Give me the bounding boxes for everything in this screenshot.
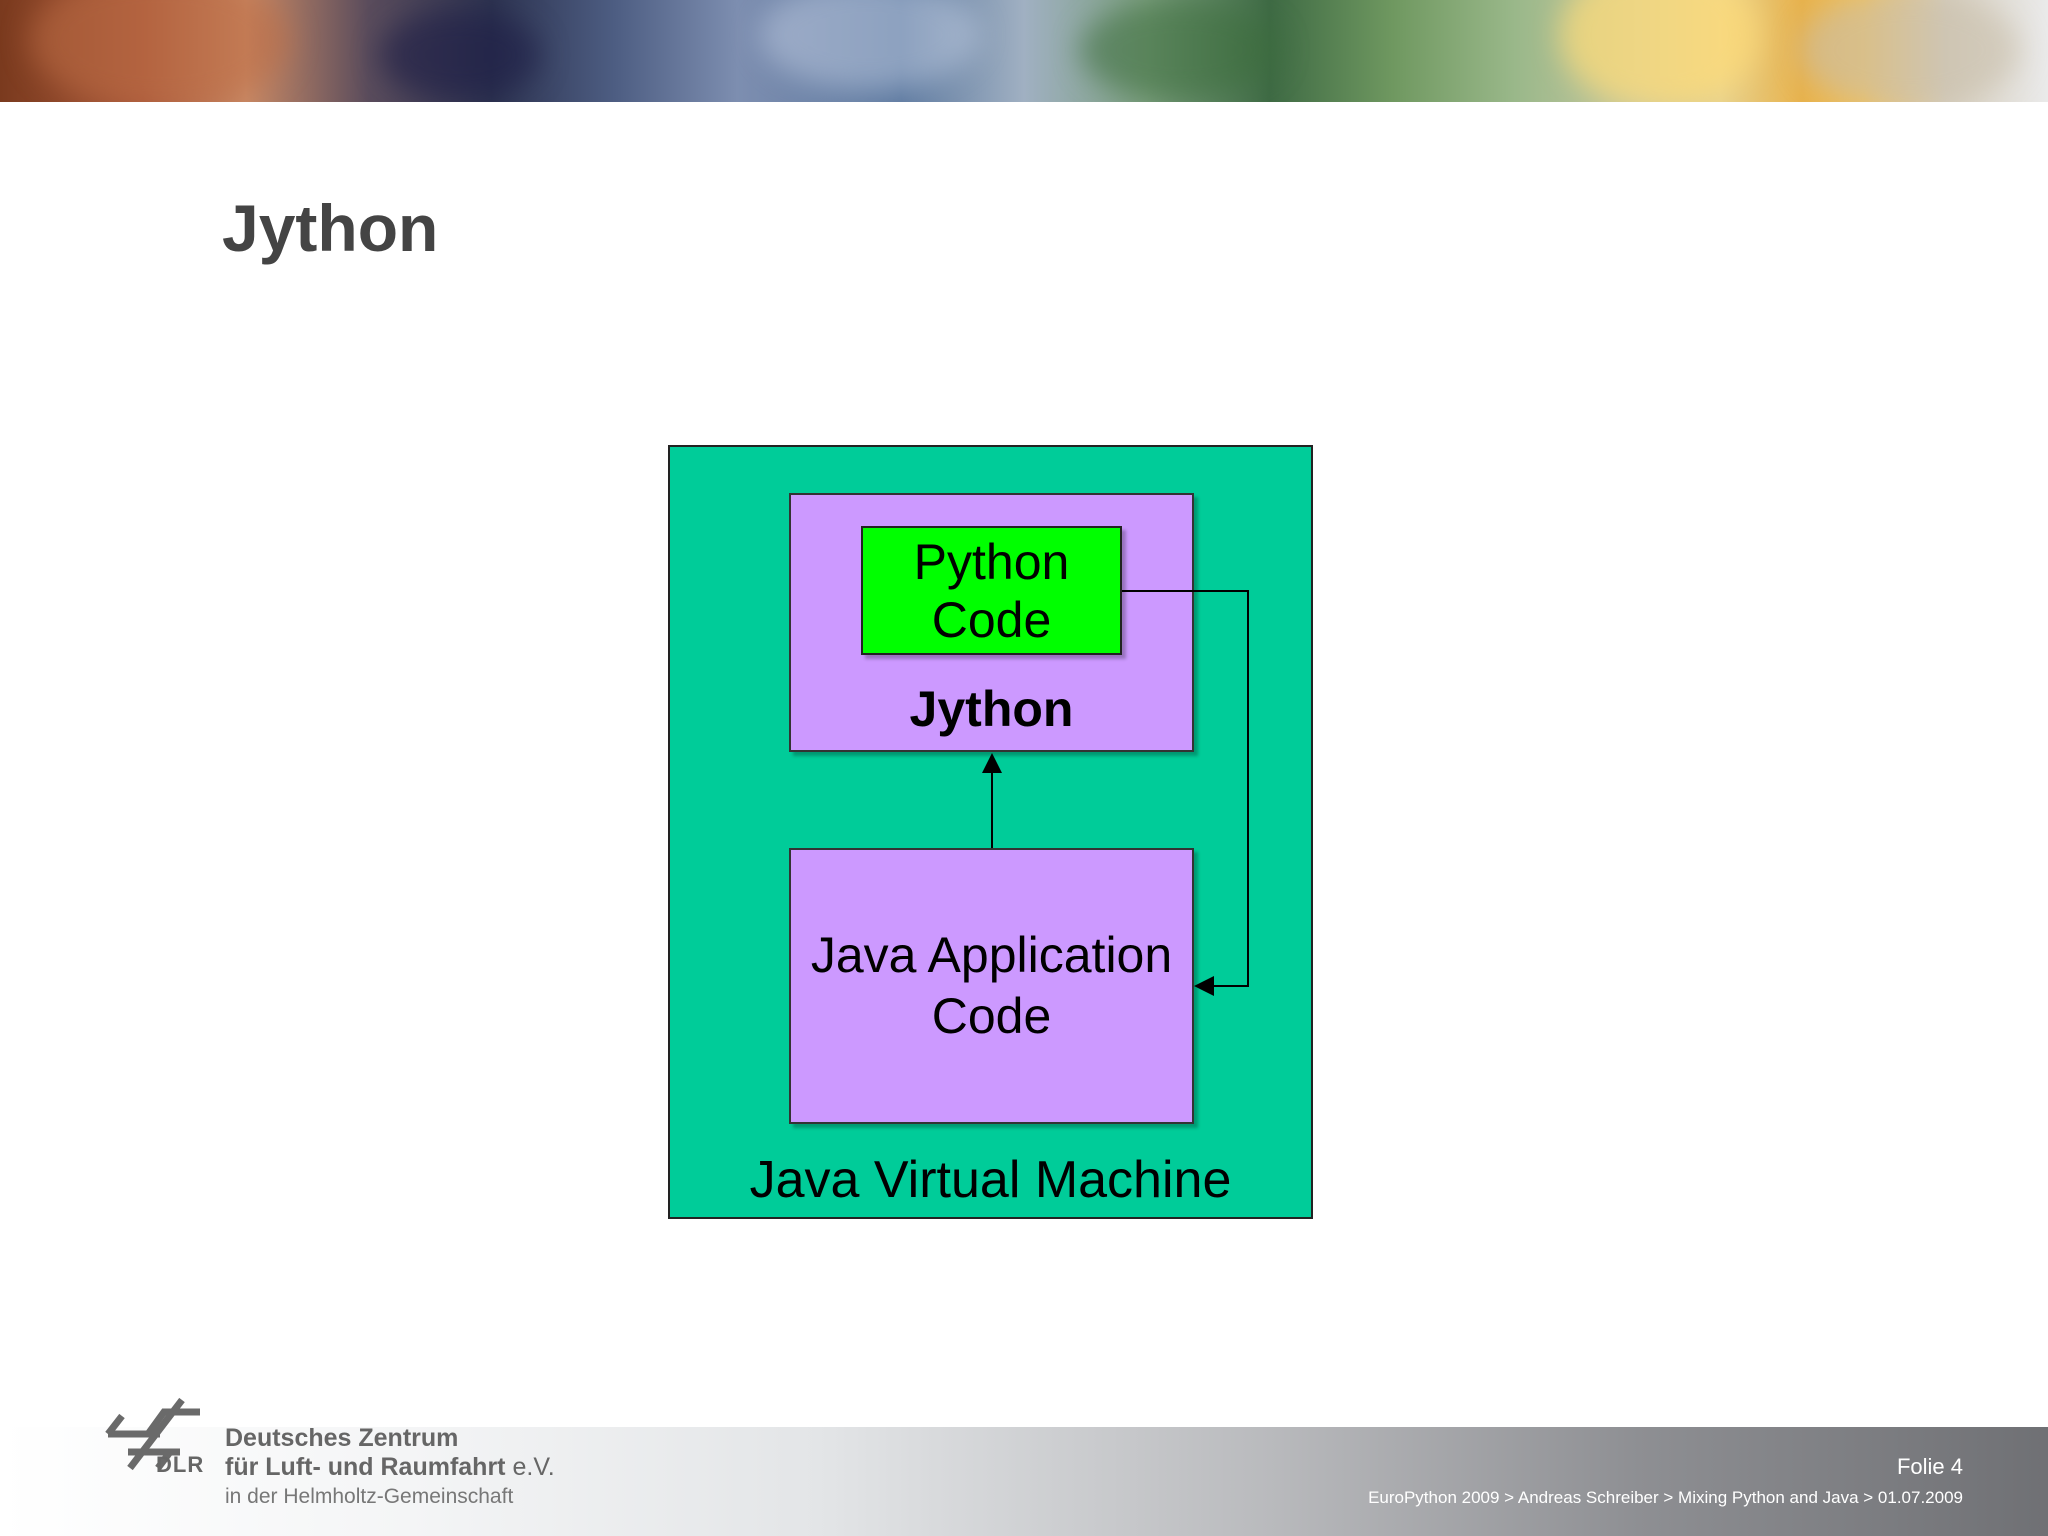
org-name-line1: Deutsches Zentrum [225,1424,459,1452]
slide-number: Folie 4 [1896,1454,1963,1479]
java-virtual-machine-label: Java Virtual Machine [749,1151,1232,1209]
footer-breadcrumb: EuroPython 2009 > Andreas Schreiber > Mi… [1368,1488,1963,1507]
org-name-line3: in der Helmholtz-Gemeinschaft [225,1485,514,1508]
org-name-line2: für Luft- und Raumfahrt e.V. [225,1453,555,1482]
footer-bar [0,1427,2048,1536]
java-application-code-label-line2: Code [931,988,1052,1044]
python-code-label-line1: Python [913,533,1070,590]
python-code-label-line2: Code [931,591,1052,648]
org-name-line2-suffix: e.V. [512,1453,555,1481]
java-application-code-label: Java Application Code [811,925,1172,1047]
python-code-label: Python Code [863,533,1120,649]
jython-label: Jython [909,681,1074,737]
header-banner-image [0,0,2048,102]
org-name-line2-text: für Luft- und Raumfahrt [225,1453,506,1481]
dlr-logo-abbreviation: DLR [156,1452,205,1477]
page-title: Jython [222,191,439,265]
python-code-box: Python Code [861,526,1122,655]
java-application-code-label-line1: Java Application [810,927,1173,983]
java-application-code-box: Java Application Code [789,848,1194,1124]
dlr-logo-icon [105,1397,200,1471]
